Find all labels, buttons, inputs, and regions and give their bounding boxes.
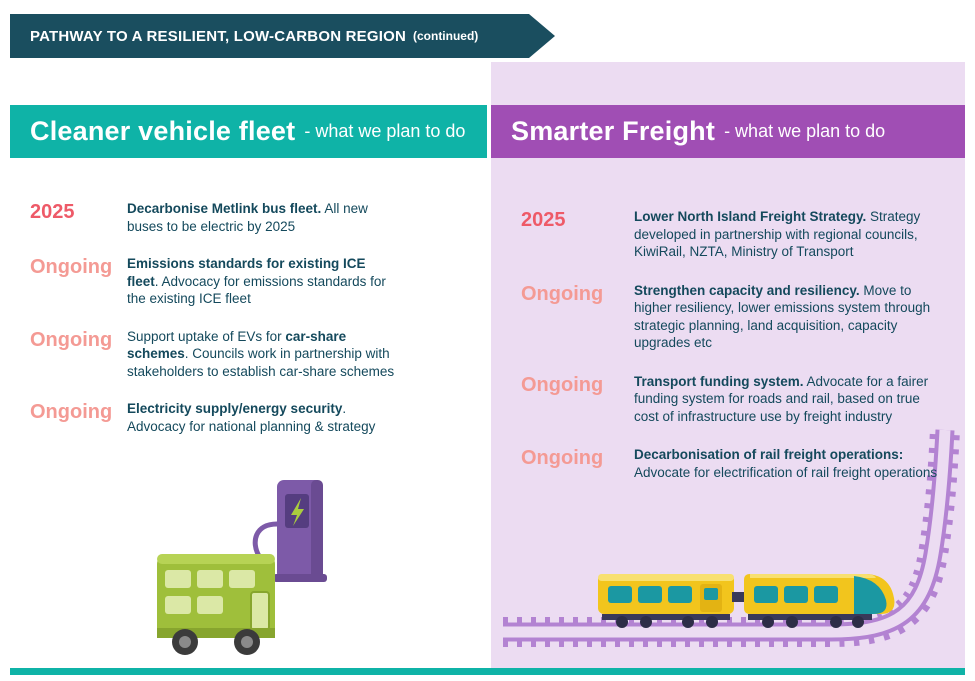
ev-charger-icon	[273, 480, 327, 582]
timeline-label: Ongoing	[30, 256, 113, 279]
banner-title: PATHWAY TO A RESILIENT, LOW-CARBON REGIO…	[30, 27, 406, 45]
item-text-bold: Decarbonisation of rail freight operatio…	[634, 447, 904, 463]
plan-item-text: Lower North Island Freight Strategy. Str…	[634, 208, 940, 261]
smarter-freight-header: Smarter Freight - what we plan to do	[491, 105, 965, 158]
plan-item-text: Transport funding system. Advocate for a…	[634, 373, 940, 426]
bus-body	[157, 554, 275, 655]
item-text-bold: Strengthen capacity and resiliency.	[634, 282, 860, 298]
item-text-bold: car-share schemes	[127, 328, 347, 362]
item-text-pre: Support uptake of EVs for	[127, 328, 286, 344]
cleaner-vehicle-fleet-panel: Cleaner vehicle fleet - what we plan to …	[10, 62, 487, 668]
timeline-label: Ongoing	[30, 401, 113, 424]
timeline-label: Ongoing	[30, 328, 113, 351]
item-text-rest: . Councils work in partnership with stak…	[127, 346, 395, 379]
timeline-label: Ongoing	[521, 373, 604, 396]
front-carriage	[744, 574, 895, 628]
item-text-rest: . Advocacy for emissions standards for t…	[127, 273, 386, 307]
item-text-rest: . Advocacy for national planning & strat…	[127, 401, 376, 434]
plan-item-list: 2025 Lower North Island Freight Strategy…	[521, 208, 940, 482]
plan-item: Ongoing Decarbonisation of rail freight …	[521, 446, 940, 481]
plan-item-text: Decarbonise Metlink bus fleet. All new b…	[127, 200, 400, 235]
charging-cable	[252, 521, 280, 559]
panel-subtitle: - what we plan to do	[724, 121, 886, 141]
item-text-rest: Advocate for a fairer funding system for…	[634, 373, 929, 424]
banner: PATHWAY TO A RESILIENT, LOW-CARBON REGIO…	[10, 14, 555, 58]
panel-subtitle: - what we plan to do	[304, 121, 466, 141]
item-text-bold: Decarbonise Metlink bus fleet.	[127, 201, 322, 216]
cleaner-vehicle-fleet-header: Cleaner vehicle fleet - what we plan to …	[10, 105, 487, 158]
timeline-label: Ongoing	[521, 282, 604, 305]
plan-item-text: Decarbonisation of rail freight operatio…	[634, 446, 940, 481]
plan-item-text: Strengthen capacity and resiliency. Move…	[634, 282, 940, 352]
item-text-bold: Emissions standards for existing ICE fle…	[127, 256, 366, 289]
panel-title: Smarter Freight	[511, 116, 716, 146]
plan-item-list: 2025 Decarbonise Metlink bus fleet. All …	[30, 200, 400, 435]
item-text-bold: Lower North Island Freight Strategy.	[634, 209, 867, 224]
bottom-accent-bar	[10, 668, 965, 675]
rear-carriage	[598, 574, 734, 628]
plan-item-text: Electricity supply/energy security. Advo…	[127, 400, 400, 435]
freight-train-illustration	[598, 574, 895, 628]
timeline-label: 2025	[30, 201, 75, 223]
item-text-rest: Strategy developed in partnership with r…	[634, 209, 921, 260]
coupler	[732, 592, 744, 602]
plan-item-text: Emissions standards for existing ICE fle…	[127, 255, 400, 308]
electric-bus-illustration	[157, 480, 327, 655]
banner-continued-label: (continued)	[412, 29, 479, 43]
plan-item: Ongoing Electricity supply/energy securi…	[30, 400, 400, 435]
plan-item: Ongoing Transport funding system. Advoca…	[521, 373, 940, 426]
plan-item: Ongoing Emissions standards for existing…	[30, 255, 400, 308]
item-text-bold: Transport funding system.	[634, 373, 804, 389]
plan-item: Ongoing Strengthen capacity and resilien…	[521, 282, 940, 352]
plan-item-text: Support uptake of EVs for car-share sche…	[127, 328, 400, 381]
plan-item: 2025 Lower North Island Freight Strategy…	[521, 208, 940, 261]
plan-item: 2025 Decarbonise Metlink bus fleet. All …	[30, 200, 400, 235]
item-text-rest: All new buses to be electric by 2025	[127, 201, 368, 234]
item-text-rest: Move to higher resiliency, lower emissio…	[634, 282, 931, 351]
smarter-freight-panel: Smarter Freight - what we plan to do 202…	[491, 62, 965, 668]
timeline-label: Ongoing	[521, 447, 604, 470]
timeline-label: 2025	[521, 209, 566, 231]
item-text-rest: Advocate for electrification of rail fre…	[634, 465, 938, 481]
plan-item: Ongoing Support uptake of EVs for car-sh…	[30, 328, 400, 381]
panel-title: Cleaner vehicle fleet	[30, 116, 296, 146]
item-text-bold: Electricity supply/energy security	[127, 401, 343, 417]
